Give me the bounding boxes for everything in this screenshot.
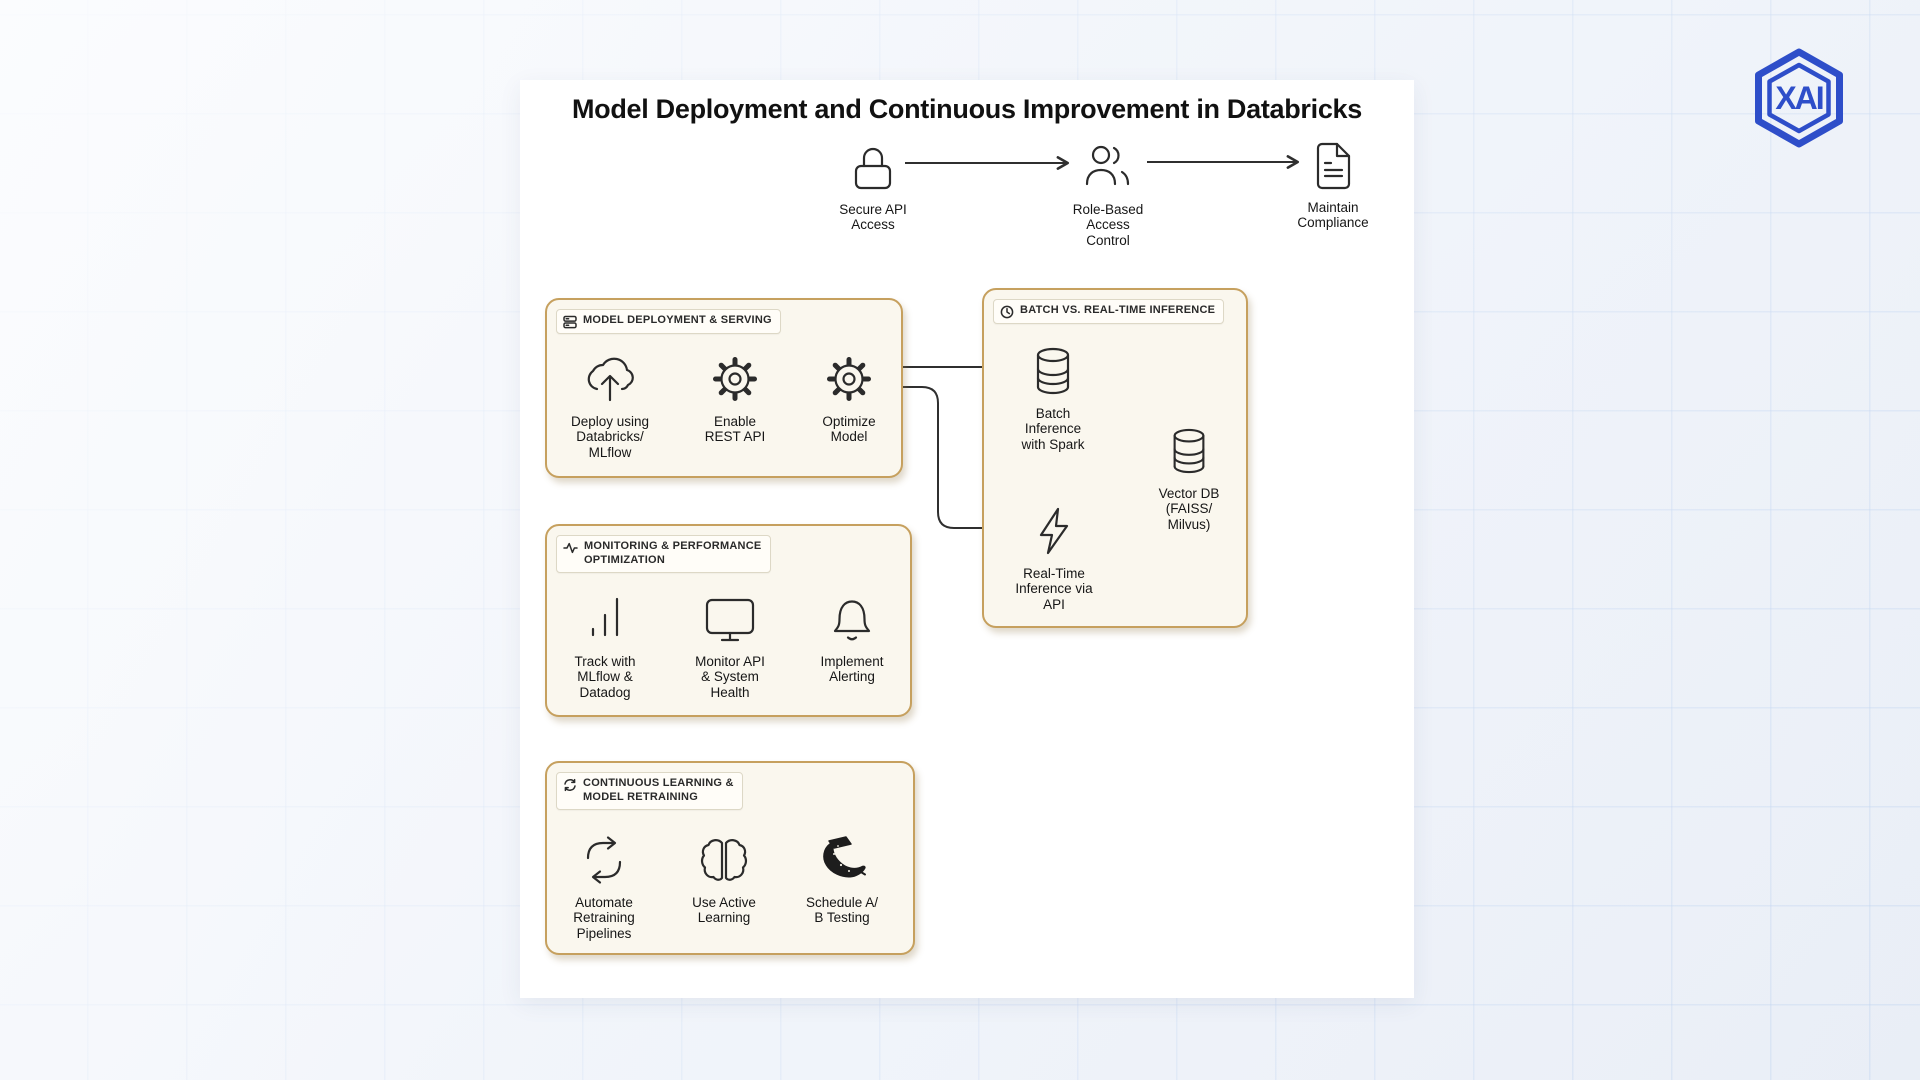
- diagram-canvas: Model Deployment and Continuous Improvem…: [520, 80, 1414, 998]
- gear-icon: [713, 357, 757, 401]
- node-label: Use Active Learning: [692, 895, 756, 926]
- refresh-icon: [586, 836, 622, 884]
- node-label: Monitor API & System Health: [695, 654, 765, 700]
- node-secure-api-access: Secure API Access: [813, 140, 933, 233]
- node-label: Track with MLflow & Datadog: [574, 654, 636, 700]
- activity-icon: [563, 542, 578, 553]
- node-implement-alerting: Implement Alerting: [792, 590, 912, 685]
- group-title: CONTINUOUS LEARNING & MODEL RETRAINING: [583, 777, 734, 803]
- cloud-upload-icon: [587, 357, 634, 402]
- node-label: Implement Alerting: [820, 654, 884, 685]
- horn-icon: [823, 836, 866, 878]
- brain-icon: [700, 839, 748, 881]
- node-optimize-model: Optimize Model: [789, 350, 909, 445]
- node-label: Vector DB (FAISS/ Milvus): [1158, 486, 1220, 532]
- node-label: Real-Time Inference via API: [1015, 566, 1093, 612]
- group-header: MODEL DEPLOYMENT & SERVING: [556, 309, 781, 334]
- refresh-icon: [564, 778, 576, 791]
- group-batch-vs-realtime-inference: BATCH VS. REAL-TIME INFERENCE Batch Infe…: [982, 288, 1248, 628]
- lightning-icon: [1039, 507, 1069, 555]
- node-role-based-access-control: Role-Based Access Control: [1048, 140, 1168, 248]
- node-enable-rest-api: Enable REST API: [675, 350, 795, 445]
- group-model-deployment-serving: MODEL DEPLOYMENT & SERVING Deploy using …: [545, 298, 903, 478]
- group-header: BATCH VS. REAL-TIME INFERENCE: [993, 299, 1225, 324]
- group-title: MODEL DEPLOYMENT & SERVING: [583, 314, 772, 326]
- xai-hexagon-logo-icon: XAI: [1755, 48, 1843, 148]
- database-icon: [1036, 347, 1070, 395]
- node-schedule-ab-testing: Schedule A/ B Testing: [782, 831, 902, 926]
- monitor-icon: [705, 598, 755, 642]
- document-icon: [1316, 142, 1351, 190]
- xai-logo: XAI: [1743, 48, 1855, 153]
- logo-text: XAI: [1775, 80, 1822, 116]
- node-label: Enable REST API: [704, 414, 766, 445]
- node-vector-db: Vector DB (FAISS/ Milvus): [1129, 422, 1249, 532]
- node-use-active-learning: Use Active Learning: [664, 831, 784, 926]
- node-batch-inference-spark: Batch Inference with Spark: [993, 342, 1113, 452]
- node-automate-retraining-pipelines: Automate Retraining Pipelines: [544, 831, 664, 941]
- bar-chart-icon: [591, 597, 619, 637]
- group-monitoring-performance: MONITORING & PERFORMANCE OPTIMIZATION Tr…: [545, 524, 912, 717]
- node-label: Schedule A/ B Testing: [805, 895, 879, 926]
- node-label: Role-Based Access Control: [1072, 202, 1144, 248]
- node-maintain-compliance: Maintain Compliance: [1273, 138, 1393, 231]
- clock-icon: [1000, 305, 1014, 318]
- group-title: MONITORING & PERFORMANCE OPTIMIZATION: [584, 540, 762, 566]
- gear-icon: [827, 357, 871, 401]
- users-icon: [1085, 145, 1130, 186]
- group-header: CONTINUOUS LEARNING & MODEL RETRAINING: [556, 772, 743, 810]
- group-header: MONITORING & PERFORMANCE OPTIMIZATION: [556, 535, 771, 573]
- node-label: Deploy using Databricks/ MLflow: [570, 414, 650, 460]
- node-deploy-databricks-mlflow: Deploy using Databricks/ MLflow: [550, 350, 670, 460]
- lock-icon: [854, 147, 892, 190]
- node-label: Optimize Model: [822, 414, 876, 445]
- node-monitor-api-system-health: Monitor API & System Health: [670, 590, 790, 700]
- node-label: Secure API Access: [839, 202, 907, 233]
- node-label: Maintain Compliance: [1297, 200, 1369, 231]
- node-label: Automate Retraining Pipelines: [573, 895, 635, 941]
- group-title: BATCH VS. REAL-TIME INFERENCE: [1020, 304, 1216, 316]
- server-icon: [563, 315, 577, 328]
- group-continuous-learning: CONTINUOUS LEARNING & MODEL RETRAINING A…: [545, 761, 915, 955]
- diagram-title: Model Deployment and Continuous Improvem…: [571, 94, 1362, 124]
- node-track-mlflow-datadog: Track with MLflow & Datadog: [545, 590, 665, 700]
- bell-icon: [833, 600, 871, 641]
- node-realtime-inference-api: Real-Time Inference via API: [994, 502, 1114, 612]
- node-label: Batch Inference with Spark: [1021, 406, 1085, 452]
- database-icon: [1173, 428, 1205, 474]
